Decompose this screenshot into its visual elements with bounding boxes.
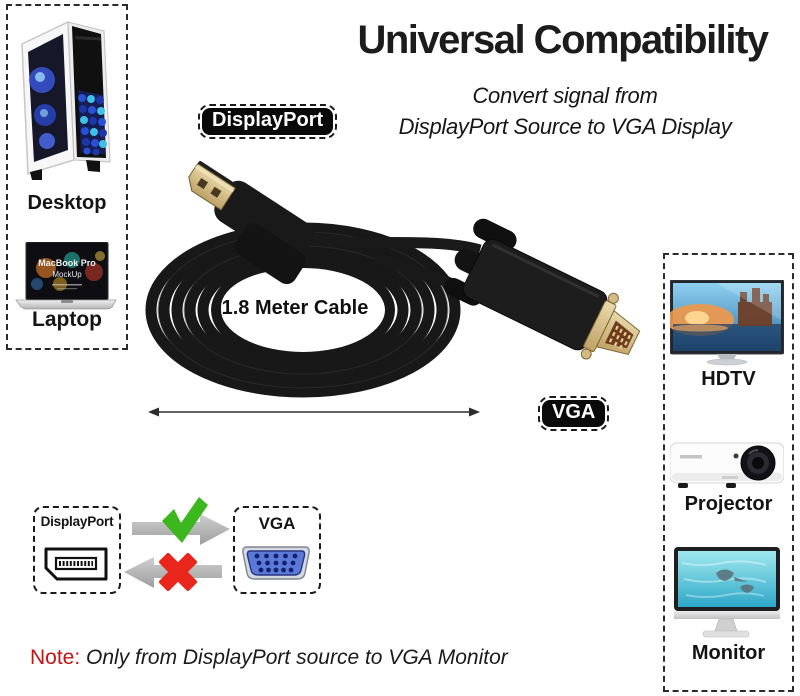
displayport-callout-label: DisplayPort bbox=[202, 108, 334, 135]
projector-icon bbox=[670, 442, 784, 488]
cable-photo: 1.8 Meter Cable bbox=[145, 161, 641, 398]
display-label-monitor: Monitor bbox=[691, 642, 766, 664]
subtitle-line1: Convert signal from bbox=[472, 83, 658, 108]
source-label-laptop: Laptop bbox=[32, 308, 102, 331]
display-label-hdtv: HDTV bbox=[701, 368, 756, 390]
cross-icon bbox=[159, 553, 197, 591]
vga-callout-label: VGA bbox=[542, 400, 606, 427]
svg-text:MacBook Pro: MacBook Pro bbox=[38, 258, 96, 268]
subtitle: Convert signal from DisplayPort Source t… bbox=[330, 80, 800, 142]
vga-connector bbox=[462, 238, 641, 360]
source-label-desktop: Desktop bbox=[27, 192, 107, 214]
displayport-connector bbox=[188, 161, 315, 285]
monitor-icon bbox=[674, 547, 780, 638]
compat-displayport-box: DisplayPort bbox=[33, 506, 121, 594]
desktop-tower-icon bbox=[21, 20, 111, 180]
displayport-callout: DisplayPort bbox=[198, 104, 338, 139]
subtitle-line2: DisplayPort Source to VGA Display bbox=[398, 114, 732, 139]
note-prefix: Note: bbox=[30, 646, 81, 669]
check-icon bbox=[162, 497, 208, 543]
compat-displayport-label: DisplayPort bbox=[40, 514, 114, 529]
svg-text:MockUp: MockUp bbox=[52, 270, 82, 279]
display-label-projector: Projector bbox=[684, 493, 773, 515]
cable-length-label: 1.8 Meter Cable bbox=[222, 297, 369, 319]
compat-arrows bbox=[124, 497, 230, 591]
compat-vga-label: VGA bbox=[258, 514, 296, 533]
compat-vga-box: VGA bbox=[233, 506, 321, 594]
length-dimension-arrow bbox=[148, 407, 480, 417]
laptop-icon: MacBook Pro MockUp bbox=[15, 242, 117, 310]
vga-callout: VGA bbox=[538, 396, 610, 431]
footer-note: Note: Only from DisplayPort source to VG… bbox=[30, 646, 508, 670]
displayport-port-icon bbox=[44, 547, 108, 581]
page-title: Universal Compatibility bbox=[357, 18, 769, 62]
sources-panel: Desktop MacBook Pro MockUp Laptop bbox=[6, 4, 128, 350]
displays-panel: HDTV Projector bbox=[663, 253, 794, 692]
vga-port-icon bbox=[242, 546, 310, 580]
note-text: Only from DisplayPort source to VGA Moni… bbox=[86, 646, 508, 669]
hdtv-icon bbox=[670, 280, 784, 366]
